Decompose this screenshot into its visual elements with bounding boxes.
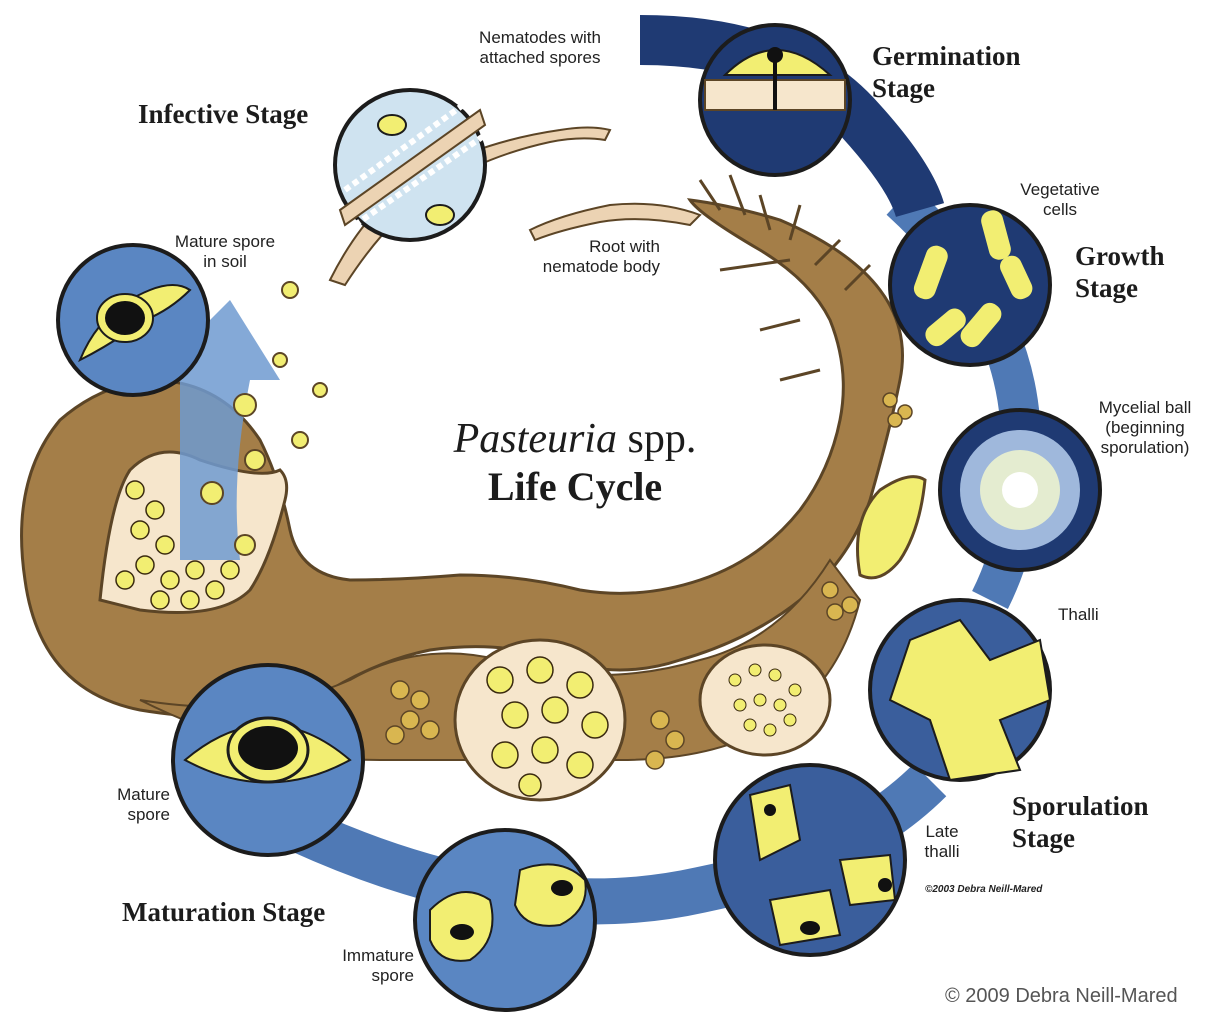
title-line2: Life Cycle (410, 463, 740, 510)
inset-growth (890, 205, 1050, 365)
label-root-nematode: Root with nematode body (490, 237, 660, 277)
credit-copyright: © 2009 Debra Neill-Mared (945, 985, 1178, 1008)
title-suffix: spp. (627, 416, 696, 462)
root (530, 204, 700, 240)
label-immature-spore: Immature spore (300, 946, 414, 986)
label-maturation-stage: Maturation Stage (122, 896, 325, 928)
label-growth-stage: Growth Stage (1075, 240, 1165, 305)
inset-infective (335, 90, 485, 240)
label-mature-spore: Mature spore (70, 785, 170, 825)
label-late-thalli: Late thalli (912, 822, 972, 862)
inset-mature-spore (173, 665, 363, 855)
diagram-title: Pasteuria spp. Life Cycle (410, 415, 740, 510)
inset-late-thalli (715, 765, 905, 955)
label-germination-stage: Germination Stage (872, 40, 1021, 105)
inset-thalli (870, 600, 1050, 780)
label-vegetative-cells: Vegetative cells (1005, 180, 1115, 220)
credit-small: ©2003 Debra Neill-Mared (925, 884, 1042, 895)
title-genus: Pasteuria (454, 416, 617, 462)
inset-immature-spore (415, 830, 595, 1010)
inset-germination (700, 25, 850, 175)
label-nematodes-spores: Nematodes with attached spores (455, 28, 625, 68)
label-mature-spore-soil: Mature spore in soil (150, 232, 300, 272)
label-infective-stage: Infective Stage (138, 98, 308, 130)
label-mycelial-ball: Mycelial ball (beginning sporulation) (1060, 398, 1230, 458)
label-thalli: Thalli (1058, 605, 1099, 625)
label-sporulation-stage: Sporulation Stage (1012, 790, 1149, 855)
